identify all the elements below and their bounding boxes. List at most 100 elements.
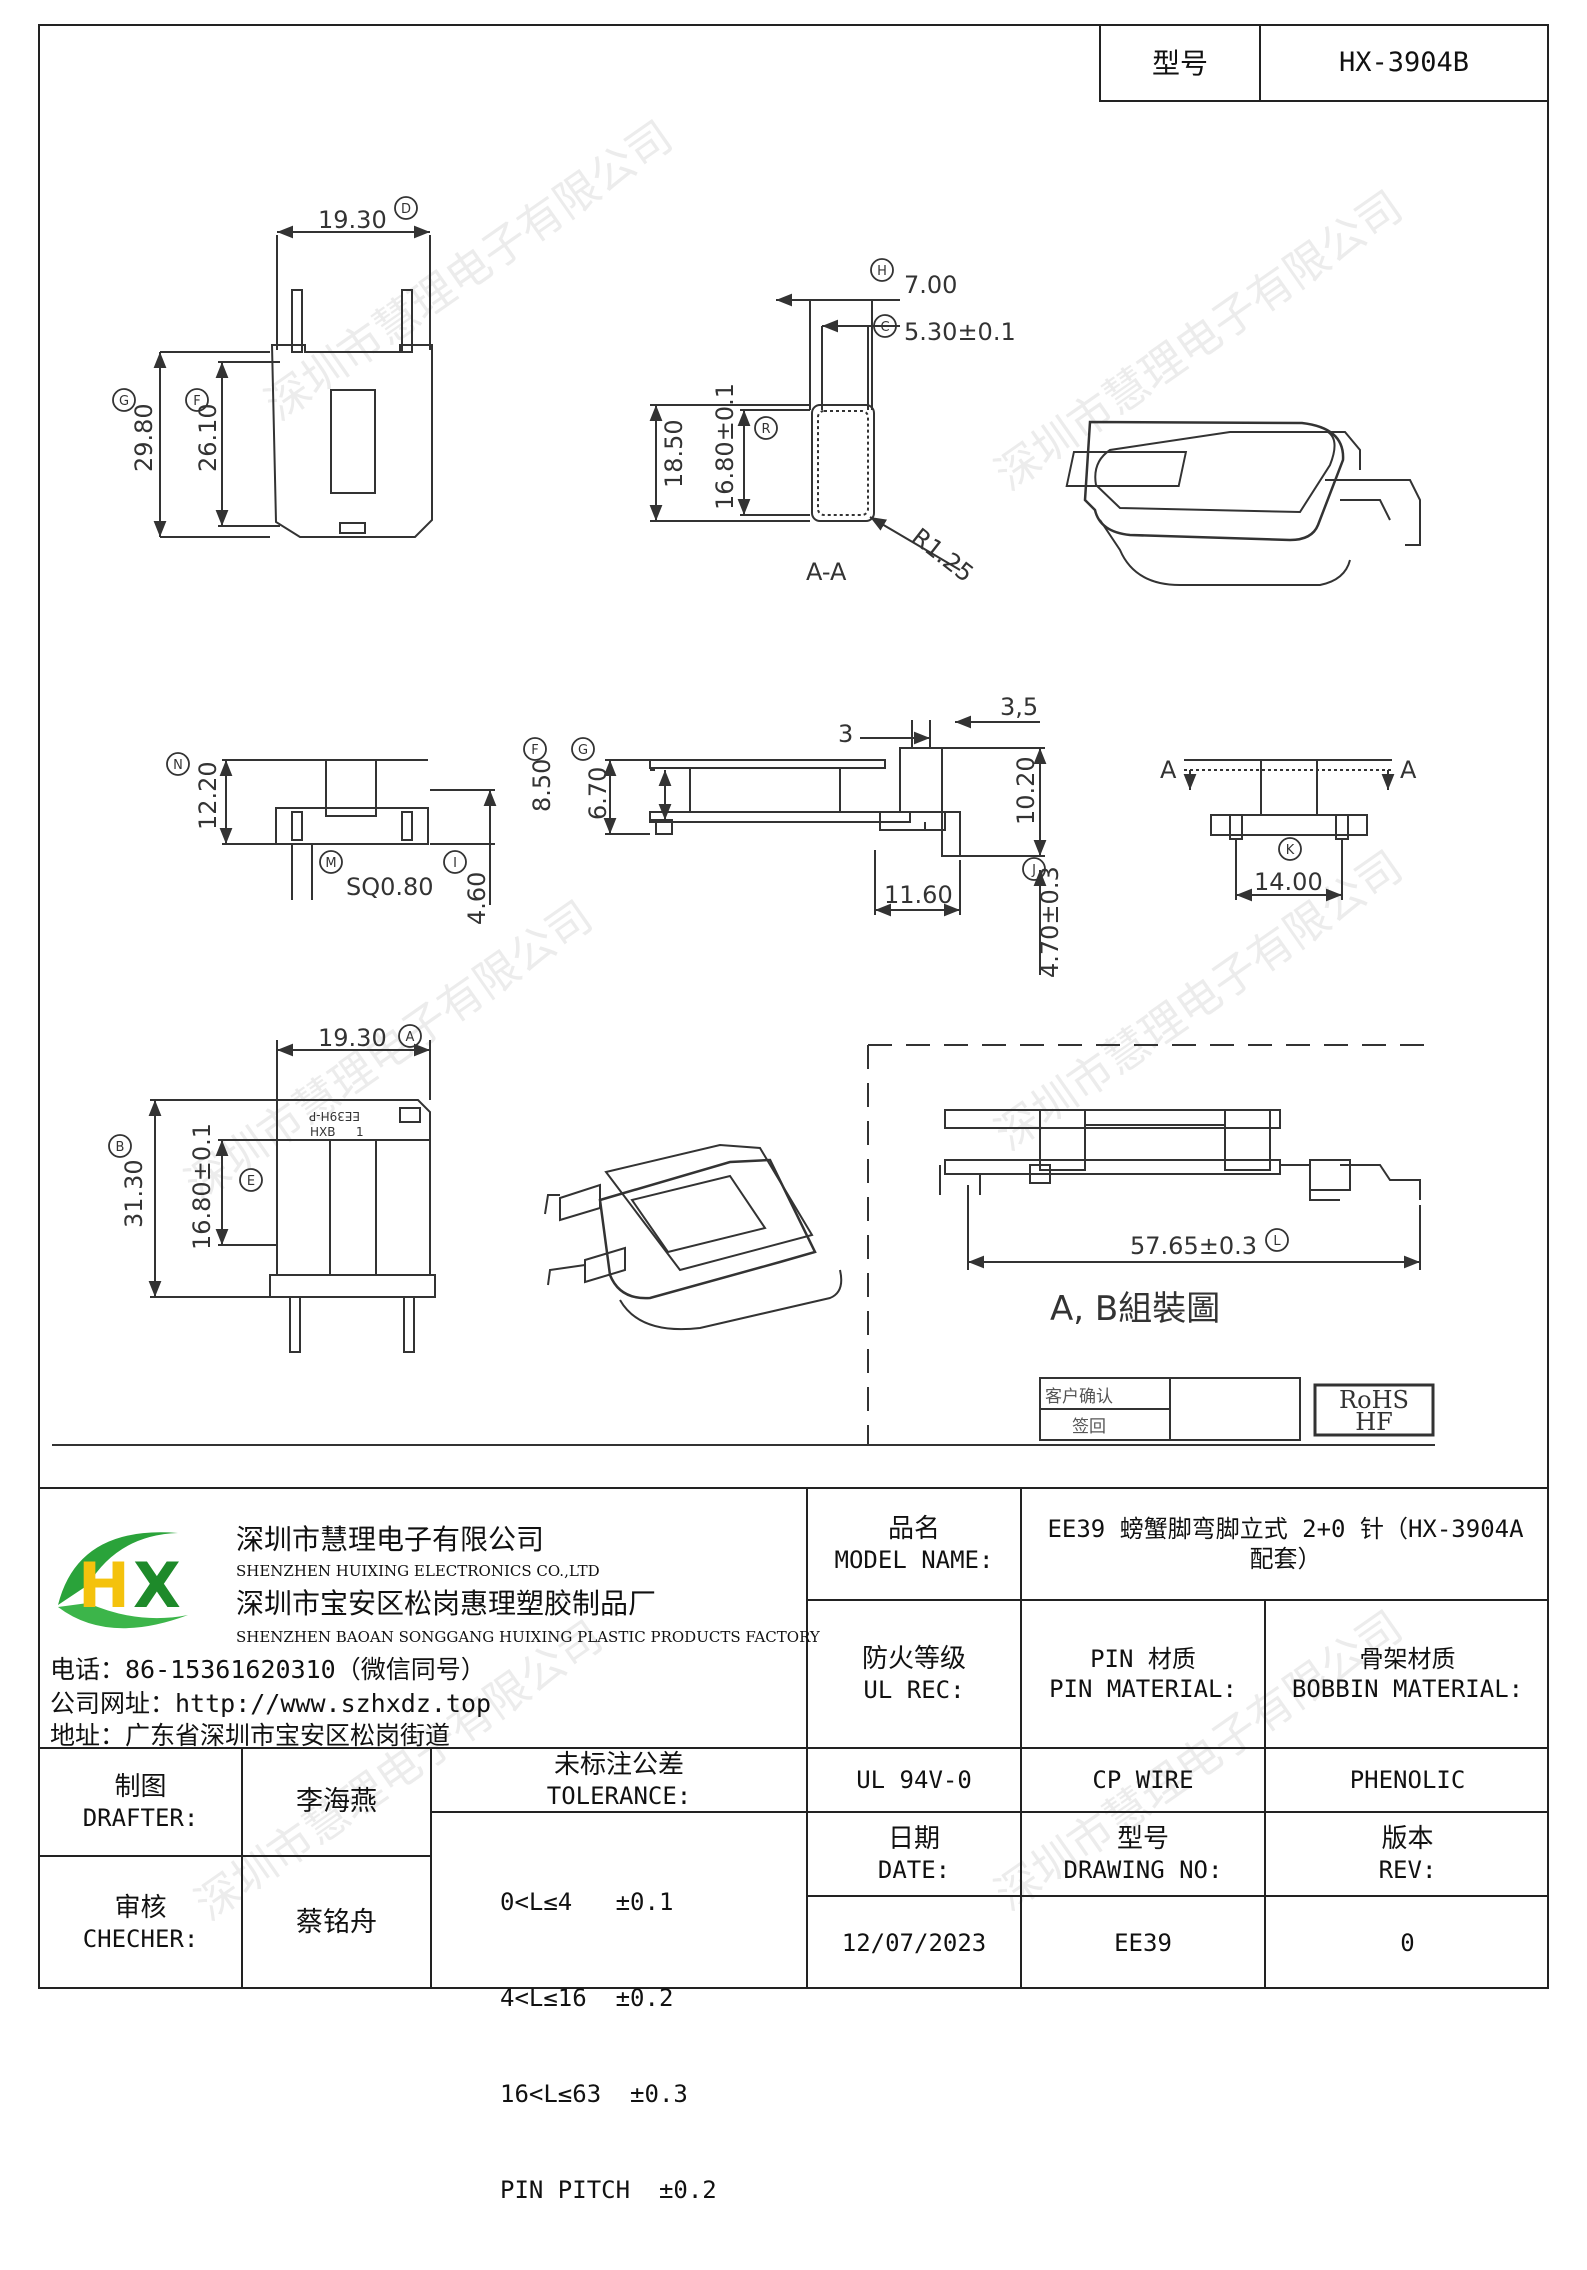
circle-labels — [108, 196, 1302, 1252]
svg-text:客户确认: 客户确认 — [1045, 1387, 1113, 1407]
svg-text:29.80: 29.80 — [130, 403, 158, 472]
svg-text:D: D — [401, 202, 411, 217]
svg-text:31.30: 31.30 — [120, 1159, 148, 1228]
svg-text:B: B — [116, 1140, 125, 1155]
drafter-label: 制图 DRAFTER: — [82, 1771, 199, 1833]
date-label: 日期 DATE: — [877, 1823, 951, 1885]
checker-name: 蔡铭舟 — [296, 1907, 377, 1939]
svg-text:10.20: 10.20 — [1012, 756, 1040, 825]
svg-text:8.50: 8.50 — [528, 759, 556, 812]
pin-material-value: CP WIRE — [1092, 1766, 1194, 1794]
customer-confirm: 客户确认 签回 — [1045, 1387, 1113, 1437]
svg-text:E: E — [247, 1174, 255, 1189]
svg-text:14.00: 14.00 — [1254, 868, 1323, 896]
svg-text:4.70±0.3: 4.70±0.3 — [1036, 866, 1064, 978]
svg-text:F: F — [193, 394, 200, 409]
svg-text:N: N — [173, 758, 183, 773]
bobbin-material-label: 骨架材质 BOBBIN MATERIAL: — [1291, 1645, 1524, 1703]
tolerance-line: 4<L≤16 ±0.2 — [500, 1984, 674, 2012]
svg-text:11.60: 11.60 — [884, 881, 953, 909]
svg-text:57.65±0.3: 57.65±0.3 — [1130, 1232, 1257, 1260]
technical-drawing: D H C G F R N M I F G J K A B E L 19.30 … — [52, 196, 1435, 1446]
svg-text:M: M — [325, 856, 336, 871]
svg-text:J: J — [1031, 863, 1036, 878]
pin-material-label: PIN 材质 PIN MATERIAL: — [1049, 1645, 1237, 1703]
tolerance-table: 0<L≤4 ±0.1 4<L≤16 ±0.2 16<L≤63 ±0.3 PIN … — [500, 1822, 717, 2270]
model-value: HX-3904B — [1338, 47, 1470, 79]
factory-name-cn: 深圳市宝安区松岗惠理塑胶制品厂 — [236, 1587, 657, 1620]
tolerance-line: 16<L≤63 ±0.3 — [500, 2080, 688, 2108]
drawing-no-label: 型号 DRAWING NO: — [1063, 1823, 1223, 1885]
svg-text:HF: HF — [1355, 1408, 1393, 1436]
circle-label-text: D H C G F R N M I F G J K A B E L — [116, 202, 1295, 1249]
drawing-sheet — [38, 24, 1549, 1989]
view-section-aa — [649, 293, 961, 571]
rev-value: 0 — [1400, 1929, 1415, 1957]
rev-label: 版本 REV: — [1378, 1823, 1437, 1885]
bobbin-marks: EE39H-P HXB 1 — [309, 1109, 364, 1139]
model-header: 型号 HX-3904B — [1099, 24, 1549, 102]
logo-letter-x: X — [133, 1549, 181, 1622]
view-side-long — [603, 715, 1047, 975]
view-end-right — [1183, 759, 1395, 902]
svg-text:RoHS: RoHS — [1339, 1386, 1409, 1414]
view-isometric-1 — [1065, 420, 1421, 586]
svg-text:HXB: HXB — [310, 1125, 335, 1139]
dimension-labels: 19.30 29.80 26.10 7.00 5.30±0.1 18.50 16… — [120, 206, 1417, 1260]
svg-text:5.30±0.1: 5.30±0.1 — [904, 318, 1016, 346]
address: 地址：广东省深圳市宝安区松岗街道 — [50, 1721, 451, 1750]
svg-text:L: L — [1273, 1234, 1281, 1249]
ul-rec-label: 防火等级 UL REC: — [861, 1643, 966, 1705]
svg-text:A: A — [406, 1030, 415, 1045]
logo-letter-h: H — [78, 1549, 130, 1622]
svg-text:R1.25: R1.25 — [906, 523, 978, 588]
svg-text:A: A — [1160, 756, 1177, 784]
drawing-no-value: EE39 — [1114, 1929, 1172, 1957]
svg-text:K: K — [1286, 843, 1295, 858]
company-name-cn: 深圳市慧理电子有限公司 — [236, 1523, 545, 1556]
svg-text:C: C — [880, 320, 889, 335]
svg-text:G: G — [578, 743, 588, 758]
assembly-frame — [52, 1044, 1435, 1446]
factory-name-en: SHENZHEN BAOAN SONGGANG HUIXING PLASTIC … — [236, 1628, 820, 1646]
svg-text:A-A: A-A — [806, 558, 847, 586]
svg-text:F: F — [531, 743, 538, 758]
company-logo: H X — [58, 1532, 188, 1629]
date-value: 12/07/2023 — [841, 1929, 987, 1957]
svg-text:G: G — [119, 394, 129, 409]
svg-text:3: 3 — [838, 720, 853, 748]
model-label: 型号 — [1151, 46, 1208, 80]
checker-label: 审核 CHECHER: — [82, 1892, 199, 1954]
view-isometric-2 — [544, 1143, 843, 1331]
svg-text:26.10: 26.10 — [194, 403, 222, 472]
bobbin-material-value: PHENOLIC — [1349, 1766, 1466, 1794]
svg-text:I: I — [453, 856, 457, 871]
tolerance-line: PIN PITCH ±0.2 — [500, 2176, 717, 2204]
svg-text:19.30: 19.30 — [318, 206, 387, 234]
svg-text:12.20: 12.20 — [194, 761, 222, 830]
ul-value: UL 94V-0 — [856, 1766, 972, 1794]
drafter-name: 李海燕 — [296, 1786, 377, 1818]
svg-text:16.80±0.1: 16.80±0.1 — [711, 383, 739, 510]
svg-text:7.00: 7.00 — [904, 271, 957, 299]
assembly-title: A, B組裝圖 — [1050, 1289, 1220, 1329]
model-name-label: 品名 MODEL NAME: — [834, 1513, 994, 1575]
svg-text:19.30: 19.30 — [318, 1024, 387, 1052]
website: 公司网址：http://www.szhxdz.top — [50, 1689, 492, 1718]
svg-text:SQ0.80: SQ0.80 — [346, 873, 434, 901]
svg-text:16.80±0.1: 16.80±0.1 — [188, 1123, 216, 1250]
svg-text:H: H — [877, 264, 887, 279]
svg-text:签回: 签回 — [1072, 1417, 1106, 1437]
model-name-value: EE39 螃蟹脚弯脚立式 2+0 针（HX-3904A 配套） — [1047, 1515, 1524, 1573]
rohs-mark: RoHS HF — [1339, 1386, 1409, 1436]
svg-text:A: A — [1400, 756, 1417, 784]
svg-text:6.70: 6.70 — [584, 767, 612, 820]
svg-text:4.60: 4.60 — [463, 872, 491, 925]
svg-text:EE39H-P: EE39H-P — [309, 1109, 360, 1123]
view-front-top — [153, 225, 433, 538]
tolerance-line: 0<L≤4 ±0.1 — [500, 1888, 674, 1916]
view-side-left — [219, 759, 497, 905]
view-front-bottom — [148, 1040, 436, 1353]
company-name-en: SHENZHEN HUIXING ELECTRONICS CO.,LTD — [236, 1562, 600, 1580]
svg-text:3,5: 3,5 — [1000, 693, 1038, 721]
